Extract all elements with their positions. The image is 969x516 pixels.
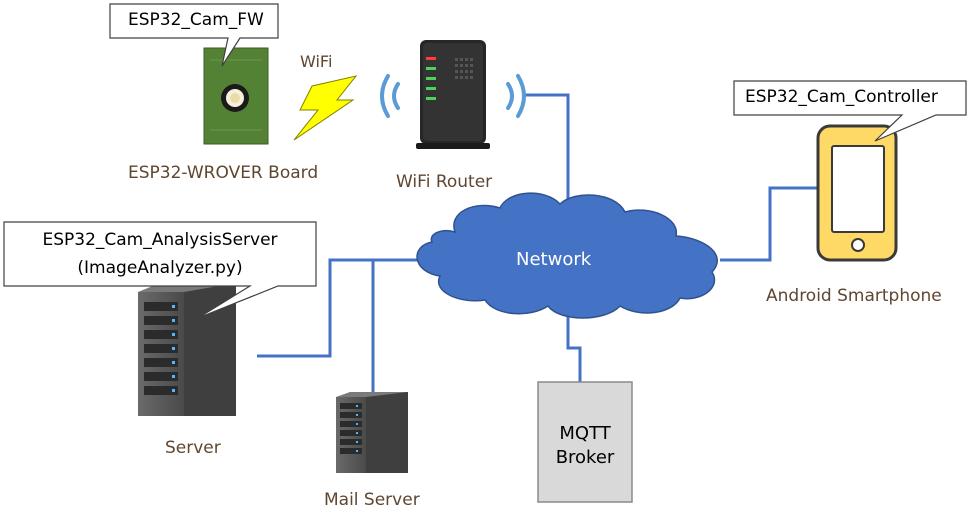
- wifi-router-icon: [380, 40, 526, 149]
- wifi-label: WiFi: [300, 52, 333, 71]
- link-phone-network: [720, 186, 818, 262]
- server-label: Server: [165, 438, 221, 458]
- network-label: Network: [516, 249, 592, 270]
- mqtt-broker-box: [537, 381, 633, 503]
- link-server-network: [257, 258, 420, 358]
- callout-controller-text: ESP32_Cam_Controller: [745, 87, 938, 107]
- broker-label-line2: Broker: [555, 447, 615, 468]
- link-router-network: [522, 93, 570, 230]
- link-network-broker: [566, 300, 582, 382]
- smartphone-label: Android Smartphone: [766, 286, 942, 306]
- esp32-board-icon: [203, 47, 269, 145]
- server-icon: [138, 283, 236, 416]
- android-smartphone-icon: [816, 124, 898, 262]
- router-label: WiFi Router: [396, 172, 493, 192]
- mail-server-label: Mail Server: [324, 490, 420, 510]
- network-cloud: [416, 192, 718, 319]
- callout-server: [3, 221, 317, 319]
- callout-server-text-line1: ESP32_Cam_AnalysisServer: [42, 230, 278, 250]
- wifi-signal-lightning-icon: [293, 75, 358, 141]
- callout-controller: [733, 80, 967, 142]
- broker-label-line1: MQTT: [559, 423, 611, 444]
- callout-fw-text: ESP32_Cam_FW: [128, 10, 264, 30]
- callout-fw: [109, 3, 279, 67]
- mail-server-icon: [336, 392, 408, 473]
- network-links: [257, 93, 818, 392]
- callout-server-text-line2: (ImageAnalyzer.py): [77, 258, 243, 278]
- board-label: ESP32-WROVER Board: [128, 163, 319, 183]
